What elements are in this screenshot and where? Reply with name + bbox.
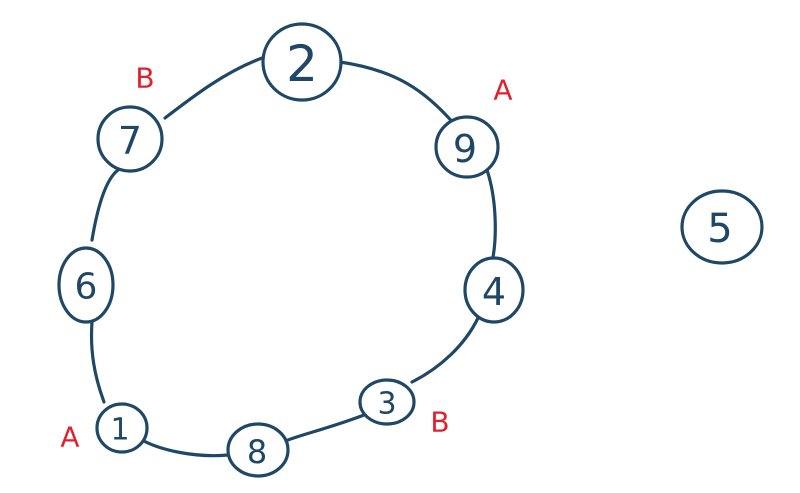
node-circle	[463, 256, 525, 324]
edge-2-9	[338, 60, 457, 127]
edge-1-6	[89, 320, 106, 404]
node-circle	[261, 22, 343, 102]
edge-8-1	[140, 438, 230, 458]
node-label: 8	[247, 433, 267, 471]
mark-b-node-7: B	[135, 62, 154, 95]
edge-4-3	[410, 316, 480, 384]
node-circle	[96, 105, 164, 173]
mark-a-node-9: A	[493, 74, 512, 107]
node-8: 8	[226, 422, 290, 478]
node-3: 3	[358, 378, 416, 426]
node-5: 5	[680, 189, 764, 265]
mark-b-node-3: B	[430, 406, 449, 439]
node-label: 1	[110, 413, 129, 448]
node-circle	[95, 402, 149, 454]
node-4: 4	[463, 256, 525, 324]
node-circle	[226, 422, 290, 478]
node-label: 3	[377, 387, 396, 422]
node-label: 4	[482, 270, 506, 314]
node-circle	[358, 378, 416, 426]
node-7: 7	[96, 105, 164, 173]
node-circle	[680, 189, 764, 265]
node-label: 7	[118, 119, 142, 163]
edge-6-7	[90, 168, 120, 242]
edge-9-4	[485, 168, 497, 264]
node-label: 2	[286, 35, 318, 93]
edges	[89, 56, 497, 458]
node-1: 1	[95, 402, 149, 454]
node-label: 9	[453, 127, 477, 171]
node-circle	[57, 246, 115, 324]
node-9: 9	[434, 115, 500, 179]
node-circle	[434, 115, 500, 179]
mark-a-node-1: A	[60, 421, 79, 454]
node-6: 6	[57, 246, 115, 324]
node-2: 2	[261, 22, 343, 102]
edge-3-8	[286, 413, 366, 442]
node-label: 6	[75, 267, 98, 308]
edge-7-2	[163, 56, 264, 120]
node-label: 5	[707, 206, 732, 252]
